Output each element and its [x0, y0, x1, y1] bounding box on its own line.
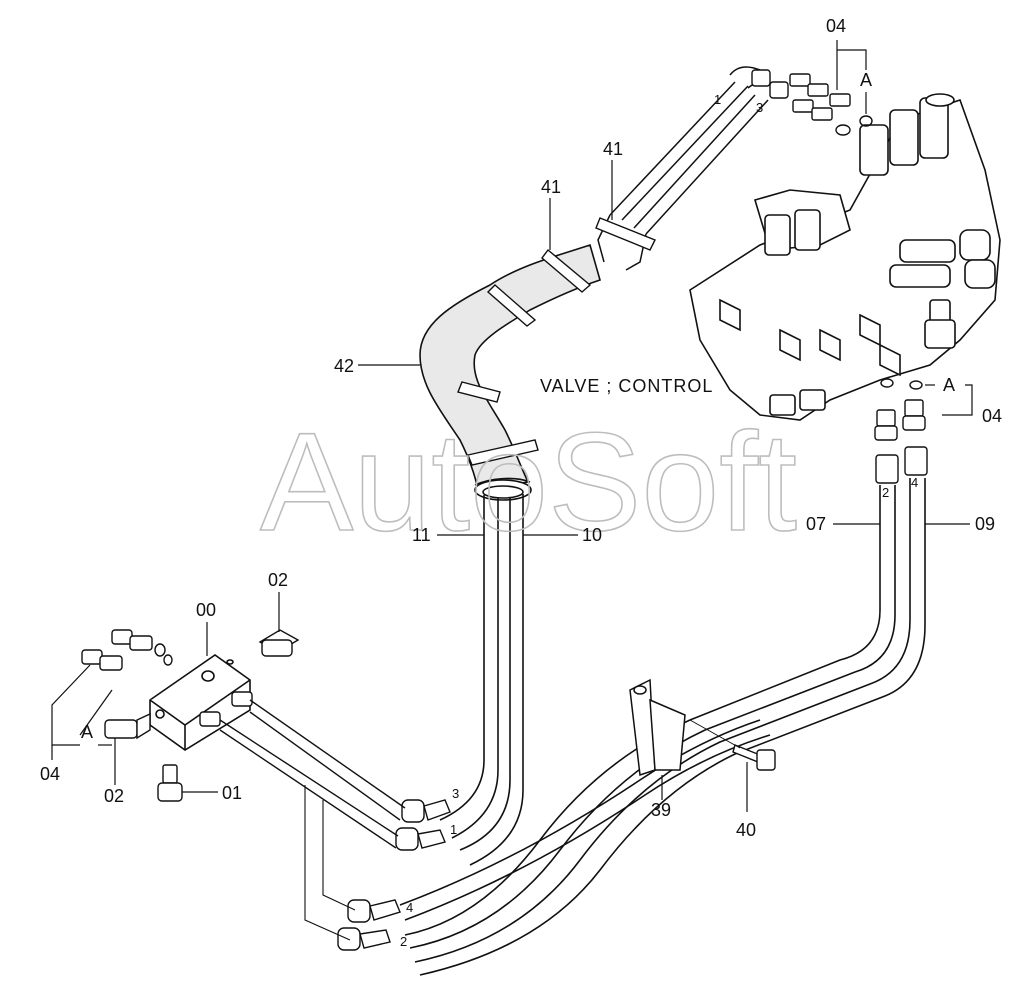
hose-mark-top-1: 1	[714, 92, 721, 107]
bolt-40	[732, 744, 776, 771]
hose-sleeve	[419, 243, 601, 501]
callout-00: 00	[196, 600, 216, 620]
hose-mark-bot-1: 1	[450, 822, 457, 837]
callout-40: 40	[736, 820, 756, 840]
control-valve	[689, 93, 1001, 421]
hose-mark-right-2: 2	[882, 485, 889, 500]
watermark: AutoSoft	[260, 403, 797, 560]
lower-hose-fittings	[395, 799, 451, 851]
callout-41-upper: 41	[603, 139, 623, 159]
hoses-07-09	[399, 478, 926, 976]
o-rings-top	[835, 115, 923, 390]
callout-09: 09	[975, 514, 995, 534]
callout-a-left: A	[81, 722, 93, 742]
callout-a-right: A	[943, 375, 955, 395]
callout-02-bottom: 02	[104, 786, 124, 806]
leader-lines	[51, 40, 973, 812]
sleeve-clamps	[457, 217, 656, 466]
callout-02-top: 02	[268, 570, 288, 590]
hose-bracket	[629, 678, 686, 777]
plug-02-top	[258, 629, 300, 657]
valve-label: VALVE ; CONTROL	[540, 376, 713, 396]
callout-01: 01	[222, 783, 242, 803]
callout-04-top: 04	[826, 16, 846, 36]
callout-a-top: A	[860, 70, 872, 90]
hose-mark-bot-2: 2	[400, 934, 407, 949]
hose-mark-bot-4: 4	[406, 900, 413, 915]
callout-39: 39	[651, 800, 671, 820]
routing-lines	[304, 785, 356, 941]
header-text: ﾞ ﾞ ﾞ ﾞ ﾞ ﾞ ﾞ	[40, 0, 98, 9]
hoses-10-11	[439, 494, 524, 866]
callout-11: 11	[412, 525, 431, 545]
callout-10: 10	[582, 525, 602, 545]
callout-42: 42	[334, 356, 354, 376]
callout-04-left: 04	[40, 764, 60, 784]
callout-04-right: 04	[982, 406, 1002, 426]
bolt-01	[157, 764, 183, 802]
callout-07: 07	[806, 514, 826, 534]
bottom-hose-fittings	[337, 899, 401, 951]
plug-02-bottom	[104, 712, 151, 740]
top-hose-fittings	[751, 69, 851, 121]
manifold-fittings	[81, 629, 253, 727]
hose-mark-bot-3: 3	[452, 786, 459, 801]
hose-mark-top-3: 3	[756, 100, 763, 115]
callout-41-lower: 41	[541, 177, 561, 197]
hose-mark-right-4: 4	[911, 475, 918, 490]
manifold-pipes	[219, 699, 406, 849]
right-fittings	[874, 399, 928, 484]
